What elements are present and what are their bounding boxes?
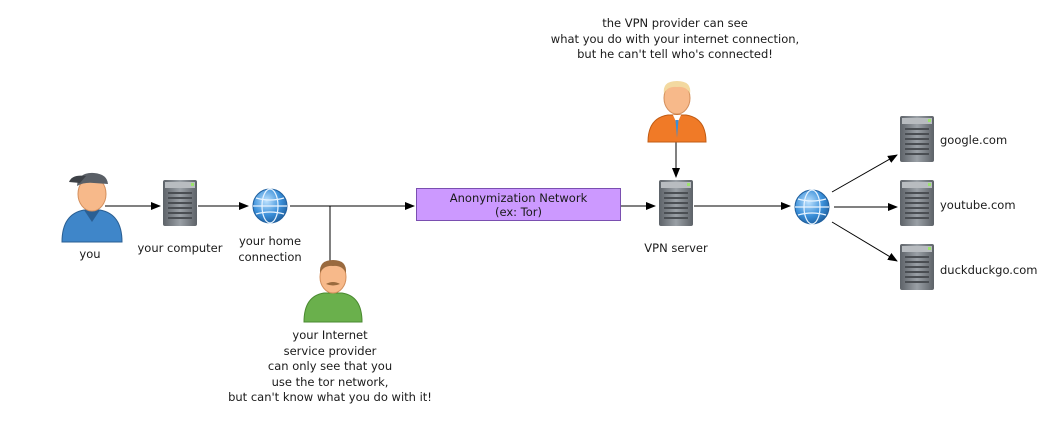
- anon-network-example: (ex: Tor): [494, 204, 543, 219]
- duckduckgo-server-icon: [900, 244, 934, 290]
- vpn-provider-line-2: what you do with your internet connectio…: [550, 31, 800, 46]
- site-duckduckgo-label: duckduckgo.com: [940, 263, 1038, 277]
- home-connection-line-2: connection: [238, 249, 302, 264]
- isp-caption-line-3: can only see that you: [267, 359, 393, 373]
- isp-caption-line-5: but can't know what you do with it!: [228, 390, 432, 404]
- youtube-server-icon: [900, 180, 934, 226]
- vpn-provider-line-1: the VPN provider can see: [602, 16, 748, 30]
- user-icon: [61, 172, 123, 243]
- you-label: you: [79, 247, 101, 261]
- isp-caption-line-4: use the tor network,: [271, 374, 389, 389]
- arrow-globe-to-google: [831, 154, 898, 193]
- anonymization-network-box: Anonymization Network (ex: Tor): [416, 188, 621, 221]
- vpn-provider-caption: the VPN provider can see what you do wit…: [520, 16, 830, 63]
- home-connection-line-1: your home: [238, 234, 302, 248]
- home-globe-icon: [252, 188, 288, 224]
- isp-person-icon: [303, 260, 363, 323]
- site-google-label: google.com: [940, 133, 1008, 147]
- vpn-provider-line-3: but he can't tell who's connected!: [577, 47, 773, 61]
- internet-globe-icon: [794, 189, 830, 225]
- computer-server-icon: [163, 180, 197, 226]
- google-server-icon: [900, 116, 934, 162]
- isp-caption-line-1: your Internet: [292, 328, 368, 342]
- vpn-server-label: VPN server: [644, 241, 708, 255]
- arrow-globe-to-duckduckgo: [831, 221, 898, 262]
- isp-caption: your Internet service provider can only …: [200, 328, 460, 406]
- isp-caption-line-2: service provider: [283, 343, 377, 358]
- site-youtube-label: youtube.com: [940, 198, 1016, 212]
- anon-network-title: Anonymization Network: [449, 190, 588, 205]
- computer-label: your computer: [137, 241, 223, 255]
- vpn-provider-person-icon: [647, 81, 707, 143]
- home-connection-label: your home connection: [220, 234, 320, 265]
- vpn-server-icon: [659, 180, 693, 226]
- connectors: [105, 142, 898, 263]
